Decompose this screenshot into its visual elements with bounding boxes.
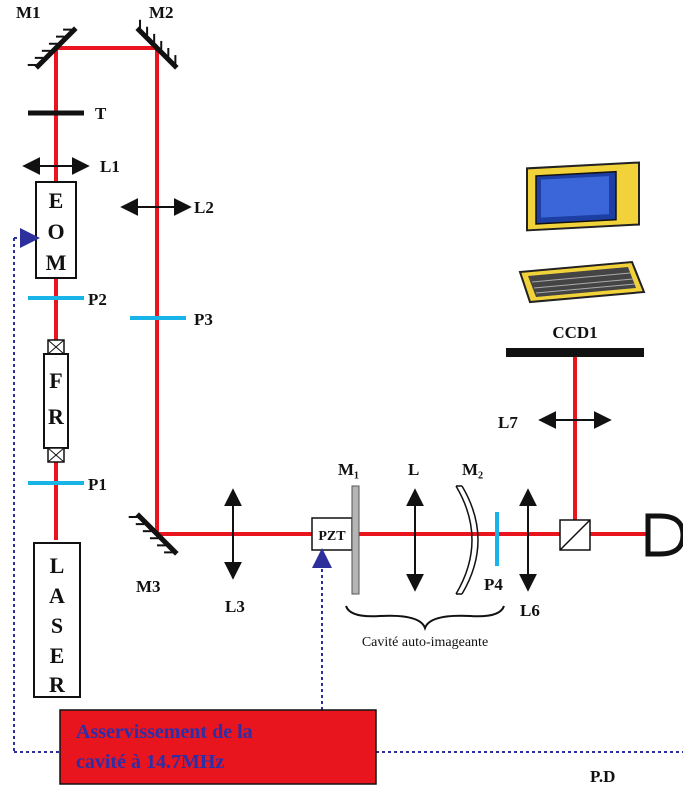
laser-letter: A [49,583,65,608]
label-l1: L1 [100,157,120,176]
laser-box [33,542,81,698]
eom-letter: E [49,188,64,213]
label-p1: P1 [88,475,107,494]
fr-letter: F [49,368,62,393]
label-p4: P4 [484,575,503,594]
cavity-mirror-m2 [455,485,473,595]
photodiode-icon [645,513,683,557]
servo-line1: Asservissement de la [76,721,253,743]
label-pd: P.D [590,767,615,786]
label-m2-sub: M₂ [462,460,483,479]
label-l3: L3 [225,597,245,616]
laser-letter: E [50,643,65,668]
computer-monitor-icon [518,161,646,304]
cavity-brace [345,605,505,631]
laser-letter: S [51,613,63,638]
servo-box [59,709,377,785]
cavity-mirror-m1 [351,485,360,595]
mirror-m3 [128,512,179,556]
label-l6: L6 [520,601,540,620]
label-m3: M3 [136,577,161,596]
label-pzt: PZT [318,529,346,544]
mirror-m1 [27,26,78,70]
laser-letter: L [50,553,65,578]
label-p2: P2 [88,290,107,309]
ccd1-sensor [506,348,644,357]
eom-letter: M [46,250,67,275]
label-m1: M1 [16,3,41,22]
label-t: T [95,104,107,123]
pzt-box [311,517,353,551]
eom-box [35,181,77,279]
servo-line2: cavité à 14.7MHz [76,751,224,773]
mirror-m2 [135,19,179,70]
label-m2: M2 [149,3,174,22]
fr-letter: R [48,404,65,429]
label-l: L [408,460,419,479]
label-ccd1: CCD1 [552,323,597,342]
fr-box [43,353,69,449]
laser-letter: R [49,672,66,697]
label-l7: L7 [498,413,518,432]
eom-letter: O [47,219,64,244]
label-m1-sub: M₁ [338,460,359,479]
label-l2: L2 [194,198,214,217]
feedback-loop [13,228,683,753]
label-cavity: Cavité auto-imageante [362,635,488,650]
label-p3: P3 [194,310,213,329]
